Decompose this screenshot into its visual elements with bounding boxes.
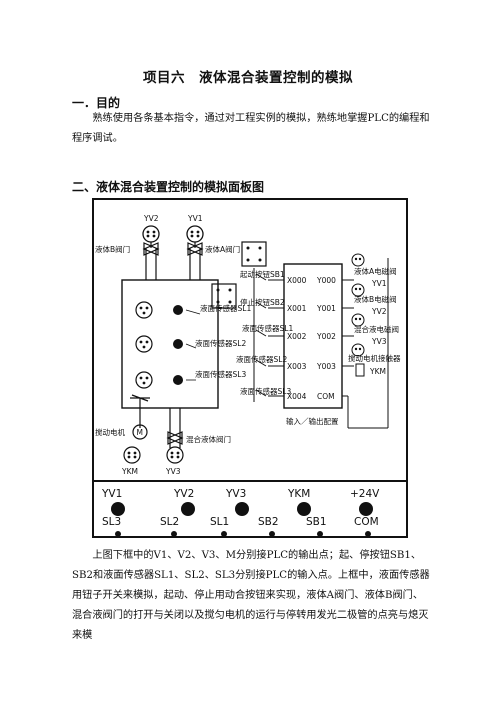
terminal-label-yv3: YV3 <box>225 488 246 500</box>
section-2-heading: 二、液体混合装置控制的模拟面板图 <box>72 180 265 194</box>
terminal-label-ykm: YKM <box>287 488 310 500</box>
plc-input-x001: X001 <box>287 304 307 313</box>
switch-sl2-label: 液面传感器SL2 <box>236 354 287 364</box>
yv2-top-label: YV2 <box>143 214 159 223</box>
terminal-yv2 <box>181 502 195 516</box>
page-title: 项目六 液体混合装置控制的模拟 <box>143 70 353 86</box>
mix-valve-symbol <box>166 431 184 445</box>
output-yv3-label: YV3 <box>371 337 387 346</box>
yv3-output-light <box>351 313 365 327</box>
yv2-top-light <box>142 225 160 243</box>
sl3-level-marker <box>173 375 183 385</box>
motor-symbol-letter: M <box>137 428 143 437</box>
terminal-label-yv1: YV1 <box>101 488 122 500</box>
valve-b-label: 液体B阀门 <box>95 244 130 254</box>
switch-sl1-label: 液面传感器SL1 <box>242 323 293 333</box>
sl2-level-marker <box>173 339 183 349</box>
valve-a-symbol <box>186 242 204 256</box>
yv1-top-label: YV1 <box>187 214 203 223</box>
explanation-paragraph: 上图下框中的V1、V2、V3、M分别接PLC的输出点；起、停按钮SB1、SB2和… <box>72 550 430 641</box>
sl2-light <box>135 335 153 353</box>
terminal-ykm <box>297 502 311 516</box>
terminal-sb2 <box>269 531 275 537</box>
start-button-box <box>241 241 267 267</box>
output-yv1-label: YV1 <box>371 279 387 288</box>
output-b-valve-label: 液体B电磁阀 <box>354 294 397 304</box>
yv1-output-light <box>351 253 365 267</box>
terminal-label-sb1: SB1 <box>306 516 327 528</box>
terminal-sl1 <box>221 531 227 537</box>
ykm-bottom-label: YKM <box>121 467 138 476</box>
yv3-light <box>166 446 184 464</box>
mix-valve-label: 混合液体阀门 <box>186 434 231 444</box>
terminal-label-yv2: YV2 <box>173 488 194 500</box>
plc-input-x000: X000 <box>287 276 307 285</box>
terminal-sl3 <box>115 531 121 537</box>
sl1-light <box>135 301 153 319</box>
stirrer-blade <box>130 394 150 402</box>
plc-io-caption: 输入／输出配置 <box>286 416 339 426</box>
output-motor-contactor-label: 搅动电机接触器 <box>348 353 401 363</box>
section-1-heading: 一．目的 <box>72 96 121 110</box>
output-a-valve-label: 液体A电磁阀 <box>354 266 397 276</box>
input-wiring <box>253 268 284 402</box>
tank-sl3-label: 液面传感器SL3 <box>195 369 246 379</box>
sl1-level-marker <box>173 305 183 315</box>
plc-input-x003: X003 <box>287 362 307 371</box>
terminal-yv1 <box>111 502 125 516</box>
terminal-sl2 <box>171 531 177 537</box>
plc-input-x002: X002 <box>287 332 307 341</box>
plc-output-y003: Y003 <box>316 362 336 371</box>
terminal-yv3 <box>235 502 249 516</box>
ykm-output-light <box>351 343 365 357</box>
plc-output-y002: Y002 <box>316 332 336 341</box>
terminal-com <box>365 531 371 537</box>
sl3-light <box>135 371 153 389</box>
switch-sl3-label: 液面传感器SL3 <box>240 386 291 396</box>
terminal-label-24v: +24V <box>350 488 380 500</box>
motor-label: 搅动电机 <box>95 427 125 437</box>
terminal-sb1 <box>317 531 323 537</box>
terminal-label-sb2: SB2 <box>258 516 279 528</box>
output-ykm-label: YKM <box>369 367 386 376</box>
stop-button-box <box>211 283 237 309</box>
valve-a-label: 液体A阀门 <box>205 244 240 254</box>
tank-sl2-label: 液面传感器SL2 <box>195 338 246 348</box>
motor-symbol <box>132 424 148 440</box>
yv3-bottom-label: YV3 <box>165 467 181 476</box>
valve-b-symbol <box>142 242 160 256</box>
plc-output-y001: Y001 <box>316 304 336 313</box>
terminal-24v <box>359 502 373 516</box>
output-wiring <box>342 258 389 429</box>
terminal-label-sl1: SL1 <box>210 516 229 528</box>
panel-outer-frame <box>92 198 408 538</box>
section-1-body: 熟练使用各条基本指令，通过对工程实例的模拟，熟练地掌握PLC的编程和程序调试。 <box>72 113 430 144</box>
terminal-label-sl2: SL2 <box>160 516 179 528</box>
plc-output-com: COM <box>317 392 335 401</box>
contactor-coil-symbol <box>355 363 365 377</box>
control-panel-diagram: YV2 YV1 液体B阀门 液体A阀门 液面传感器SL1 液面传感器SL2 液面… <box>92 198 408 538</box>
stop-button-label: 停止按钮SB2 <box>240 297 285 307</box>
yv1-top-light <box>186 225 204 243</box>
output-yv2-label: YV2 <box>371 307 387 316</box>
ykm-light <box>123 446 141 464</box>
terminal-label-com: COM <box>354 516 379 528</box>
terminal-label-sl3: SL3 <box>102 516 121 528</box>
output-mix-valve-label: 混合液电磁阀 <box>354 324 399 334</box>
plc-output-y000: Y000 <box>316 276 336 285</box>
plc-input-x004: X004 <box>287 392 307 401</box>
yv2-output-light <box>351 283 365 297</box>
start-button-label: 起动按钮SB1 <box>240 269 285 279</box>
